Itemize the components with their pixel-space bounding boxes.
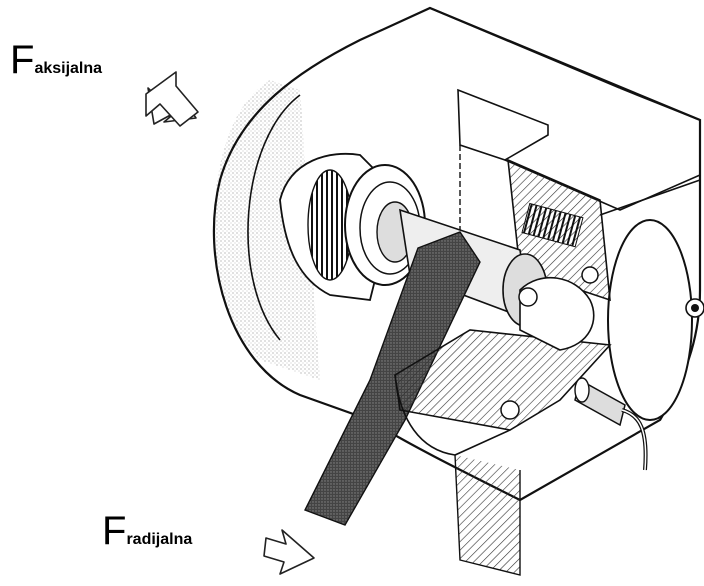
shaft [279, 152, 548, 327]
radial-force-subscript: radijalna [126, 531, 193, 548]
housing [212, 6, 704, 576]
sensor-connector [574, 377, 648, 471]
radial-force-symbol: F [102, 509, 127, 553]
section-block-bottom [394, 276, 612, 456]
radial-force-arrow-icon [263, 529, 315, 575]
axial-force-arrow-icon [145, 71, 199, 127]
radial-force-label: Fradijalna [102, 511, 192, 551]
axial-force-subscript: aksijalna [34, 60, 103, 77]
belt [304, 231, 481, 526]
axial-force-label: Faksijalna [10, 40, 102, 80]
axial-force-symbol: F [10, 38, 35, 82]
